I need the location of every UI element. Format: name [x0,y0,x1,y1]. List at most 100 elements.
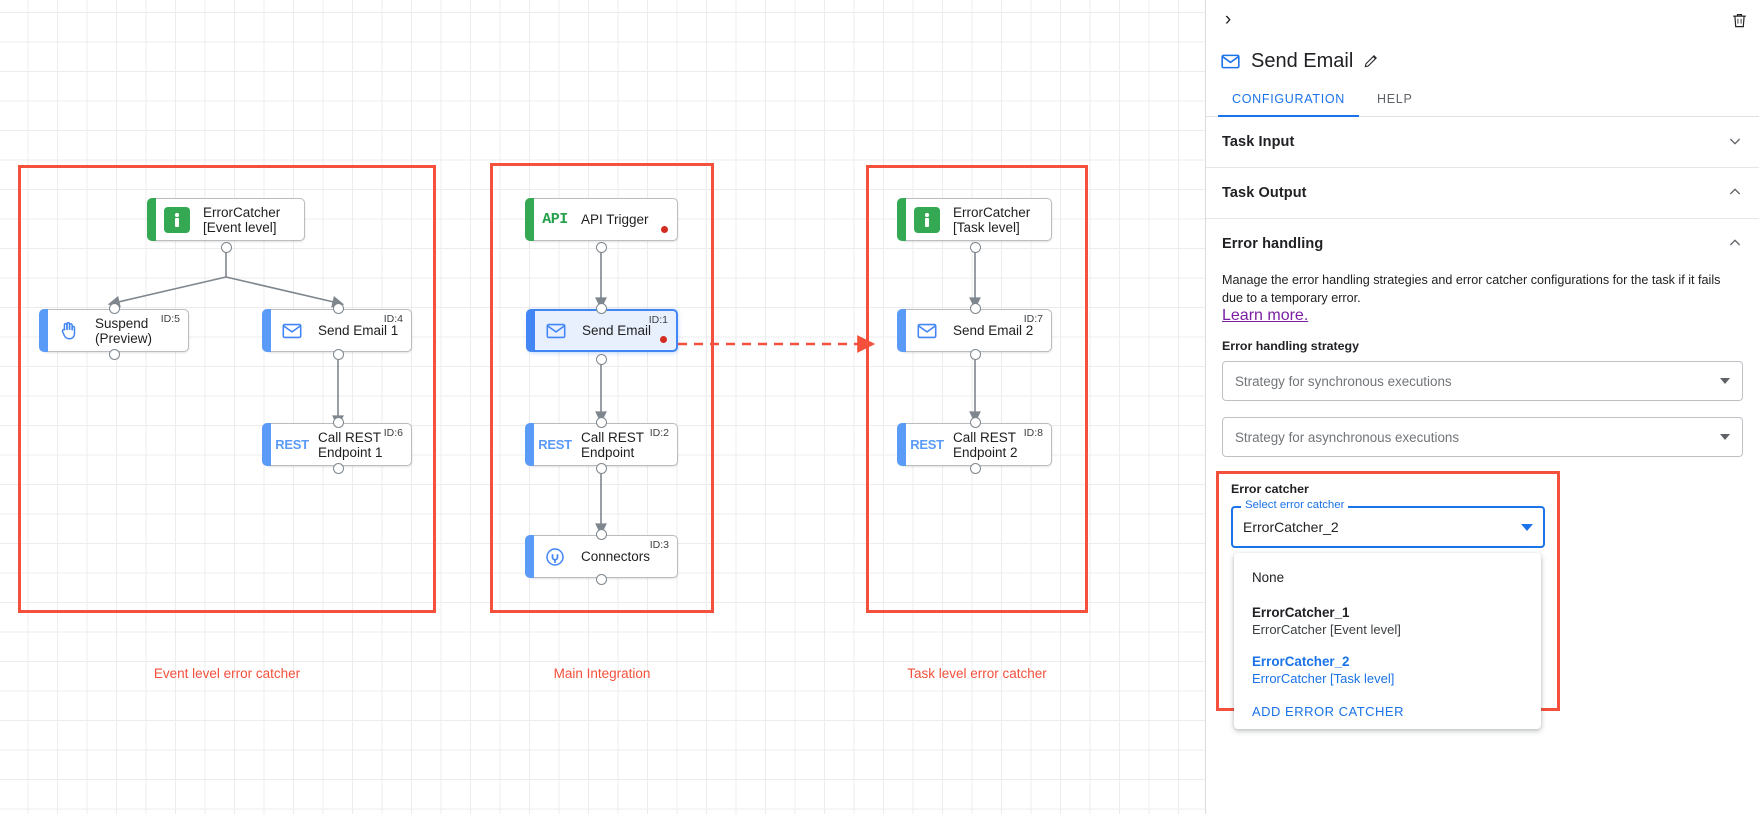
dropdown-option-label: ErrorCatcher_2 [1252,654,1350,669]
node-id: ID:6 [383,427,403,439]
chevron-down-icon [1720,434,1730,440]
email-icon [542,317,570,345]
workflow-canvas[interactable]: Event level error catcher Main Integrati… [0,0,1205,814]
pencil-icon[interactable] [1363,53,1379,69]
node-port-in[interactable] [596,417,607,428]
add-error-catcher-button[interactable]: ADD ERROR CATCHER [1252,704,1404,719]
rest-icon: REST [538,437,572,452]
dropdown-option-sublabel: ErrorCatcher [Task level] [1252,671,1395,686]
section-task-output: Task Output [1206,168,1759,219]
node-port-out[interactable] [109,349,120,360]
error-catcher-dropdown-menu[interactable]: None ErrorCatcher_1 ErrorCatcher [Event … [1234,553,1541,729]
node-suspend[interactable]: Suspend (Preview) ID:5 [39,309,189,352]
node-port-out[interactable] [970,349,981,360]
node-send-email[interactable]: Send Email ID:1 [526,309,678,352]
chevron-right-icon[interactable]: › [1224,9,1232,30]
node-port-out[interactable] [333,463,344,474]
tab-configuration[interactable]: CONFIGURATION [1218,92,1360,117]
node-errorcatcher-task-level[interactable]: ErrorCatcher [Task level] [897,198,1052,241]
group-caption-main-integration: Main Integration [553,666,651,681]
chevron-up-icon[interactable] [1727,184,1743,203]
node-port-in[interactable] [970,303,981,314]
node-port-out[interactable] [221,242,232,253]
section-error-handling-header[interactable]: Error handling [1222,219,1743,269]
node-label: Call REST Endpoint [581,429,645,460]
async-strategy-select[interactable]: Strategy for asynchronous executions [1222,417,1743,457]
node-label: Send Email 2 [953,323,1034,338]
node-call-rest-endpoint-2[interactable]: REST Call REST Endpoint 2 ID:8 [897,423,1052,466]
rest-icon: REST [910,437,944,452]
tab-help[interactable]: HELP [1377,92,1413,106]
node-accent-bar [526,309,535,352]
section-title: Task Output [1222,185,1307,201]
section-title: Task Input [1222,134,1295,150]
chevron-down-icon [1521,523,1533,531]
dropdown-option-none[interactable]: None [1234,563,1541,592]
node-accent-bar [147,198,156,241]
section-title: Error handling [1222,236,1324,252]
node-port-out[interactable] [970,242,981,253]
node-port-in[interactable] [596,303,607,314]
group-box-event-level [18,165,436,613]
chevron-down-icon[interactable] [1727,133,1743,152]
node-connectors[interactable]: Connectors ID:3 [525,535,678,578]
trash-icon[interactable] [1727,8,1751,32]
section-task-output-header[interactable]: Task Output [1222,168,1743,218]
dropdown-option-label: ErrorCatcher_1 [1252,605,1350,620]
node-port-out[interactable] [596,354,607,365]
error-catcher-heading: Error catcher [1231,482,1309,496]
node-port-out[interactable] [596,242,607,253]
node-id: ID:1 [648,314,668,326]
node-port-in[interactable] [970,417,981,428]
node-send-email-1[interactable]: Send Email 1 ID:4 [262,309,412,352]
email-icon [278,317,306,345]
dropdown-option-sublabel: ErrorCatcher [Event level] [1252,622,1401,637]
page-title: Send Email [1251,49,1354,72]
node-id: ID:5 [160,313,180,325]
dropdown-option-errorcatcher-2[interactable]: ErrorCatcher_2 ErrorCatcher [Task level] [1234,647,1541,694]
panel-tabs: CONFIGURATION HELP [1206,92,1759,117]
sync-strategy-select[interactable]: Strategy for synchronous executions [1222,361,1743,401]
async-strategy-value: Strategy for asynchronous executions [1235,429,1460,445]
group-box-task-level [866,165,1088,613]
task-config-panel: › Send Email [1205,0,1759,814]
node-label: Suspend (Preview) [95,315,153,346]
node-label: Call REST Endpoint 2 [953,429,1018,460]
panel-title-row: Send Email [1206,40,1759,78]
error-catcher-icon [163,206,191,234]
chevron-down-icon [1720,378,1730,384]
node-api-trigger[interactable]: API API Trigger [525,198,678,241]
section-task-input: Task Input [1206,117,1759,168]
node-id: ID:8 [1023,427,1043,439]
error-catcher-select-legend: Select error catcher [1241,499,1349,511]
node-port-in[interactable] [596,529,607,540]
dropdown-option-errorcatcher-1[interactable]: ErrorCatcher_1 ErrorCatcher [Event level… [1234,598,1541,645]
node-label: Send Email [582,323,652,338]
node-call-rest-endpoint-1[interactable]: REST Call REST Endpoint 1 ID:6 [262,423,412,466]
node-port-in[interactable] [333,303,344,314]
node-call-rest-endpoint[interactable]: REST Call REST Endpoint ID:2 [525,423,678,466]
node-id: ID:2 [649,427,669,439]
node-errorcatcher-event-level[interactable]: ErrorCatcher [Event level] [147,198,305,241]
node-accent-bar [39,309,48,352]
chevron-up-icon[interactable] [1727,235,1743,254]
node-port-out[interactable] [970,463,981,474]
email-icon [1220,51,1241,72]
node-port-out[interactable] [596,463,607,474]
learn-more-link[interactable]: Learn more. [1222,307,1309,324]
connector-icon [541,543,569,571]
error-catcher-select[interactable]: Select error catcher ErrorCatcher_2 [1231,499,1545,548]
section-task-input-header[interactable]: Task Input [1222,117,1743,167]
node-port-out[interactable] [333,349,344,360]
node-port-in[interactable] [333,417,344,428]
node-accent-bar [897,423,906,466]
node-send-email-2[interactable]: Send Email 2 ID:7 [897,309,1052,352]
node-port-in[interactable] [109,303,120,314]
node-accent-bar [262,423,271,466]
hand-icon [55,317,83,345]
node-port-out[interactable] [596,574,607,585]
panel-topbar: › [1206,0,1759,40]
node-label: API Trigger [581,212,649,227]
node-accent-bar [525,198,534,241]
error-catcher-selected-value: ErrorCatcher_2 [1243,519,1339,535]
